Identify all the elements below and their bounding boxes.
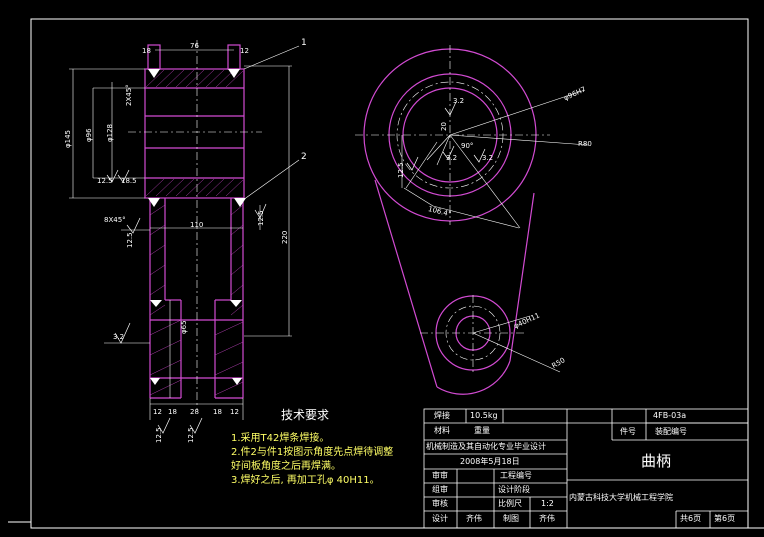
dim-rough-12-5-c: 12.5 <box>257 210 265 226</box>
tb-drawn-label: 制图 <box>503 514 519 523</box>
dim-rough-12-5-e: 12.5 <box>187 427 195 443</box>
requirements-heading: 技术要求 <box>281 408 330 422</box>
callout-part-2: 2 <box>301 152 307 162</box>
section-view <box>144 44 245 399</box>
tb-school: 内蒙古科技大学机械工程学院 <box>569 493 673 502</box>
front-roughness <box>406 101 486 171</box>
hatching <box>145 69 244 396</box>
front-dim-lines <box>401 89 589 373</box>
tb-designer-name: 齐伟 <box>466 514 482 523</box>
dim-rough-3-2: 3.2 <box>113 333 125 341</box>
dim-rough-12-5-d: 12.5 <box>155 427 163 443</box>
dim-angle-90: 90° <box>461 142 474 150</box>
dim-bottom-18-b: 18 <box>213 408 222 416</box>
dim-110: 110 <box>190 221 204 229</box>
requirement-item: 好间板角度之后再焊满。 <box>231 461 341 472</box>
tb-process-label: 工程编号 <box>500 471 532 480</box>
drawing-border <box>30 18 749 529</box>
tb-weight-value: 10.5kg <box>470 411 498 420</box>
dim-front-rough-3-2-c: 3.2 <box>482 154 494 162</box>
dim-front-20: 20 <box>440 122 448 131</box>
dim-phi128: φ128 <box>106 124 114 142</box>
dim-bottom-18-a: 18 <box>168 408 177 416</box>
dim-lug-12: 12 <box>240 47 249 55</box>
dim-rough-18-5: 18.5 <box>121 177 137 185</box>
tb-assembly-no-label: 装配编号 <box>655 427 687 436</box>
weld-marks <box>148 69 246 385</box>
title-block <box>423 408 749 529</box>
dim-front-rough-3-2-a: 3.2 <box>453 97 465 105</box>
tb-ratio-label: 比例尺 <box>498 499 522 508</box>
dim-phi65: φ65 <box>180 320 188 334</box>
dim-bottom-12-b: 12 <box>230 408 239 416</box>
tb-part-no-label: 件号 <box>620 427 636 436</box>
callout-part-1: 1 <box>301 38 307 48</box>
dim-220: 220 <box>281 230 289 244</box>
requirement-item: 2.件2与件1按图示角度先点焊待调整 <box>231 447 394 458</box>
dim-r80: R80 <box>578 140 592 148</box>
requirement-item: 3.焊好之后, 再加工孔φ 40H11。 <box>231 475 380 486</box>
dim-front-rough-12-5: 12.5 <box>397 162 405 178</box>
tb-design-label: 设计 <box>432 514 448 523</box>
dim-bottom-28: 28 <box>190 408 199 416</box>
tb-weld-label: 焊接 <box>434 411 450 420</box>
tb-material-label: 材料 <box>434 426 450 435</box>
tb-approve-label: 审核 <box>432 499 448 508</box>
dim-lug-18: 18 <box>142 47 151 55</box>
requirement-item: 1.采用T42焊条焊接。 <box>231 433 330 444</box>
dim-rough-12-5-a: 12.5 <box>97 177 113 185</box>
tb-scale-value: 1:2 <box>541 499 554 508</box>
tb-sheet-no: 第6页 <box>714 514 736 523</box>
dim-front-rough-3-2-b: 3.2 <box>446 154 458 162</box>
tb-part-name: 曲柄 <box>641 452 672 470</box>
dim-chamfer-8x45: 8X45° <box>104 216 126 224</box>
tb-stage-label: 设计阶段 <box>498 485 530 494</box>
dim-phi145: φ145 <box>64 130 72 148</box>
section-dim-lines <box>69 40 300 420</box>
tb-date: 2008年5月18日 <box>460 457 520 466</box>
tb-review-label: 审审 <box>432 471 448 480</box>
dim-rough-12-5-b: 12.5 <box>126 232 134 248</box>
dim-bottom-12-a: 12 <box>153 408 162 416</box>
tb-check-label: 组审 <box>432 485 448 494</box>
tb-project: 机械制造及其自动化专业毕业设计 <box>426 442 546 451</box>
dim-chamfer-2x45: 2X45° <box>125 84 133 106</box>
tb-sheet-total: 共6页 <box>680 514 702 523</box>
dim-width-76: 76 <box>190 42 199 50</box>
dim-phi96: φ96 <box>85 128 93 142</box>
hub-outline <box>144 68 245 199</box>
tb-drawing-code: 4FB-03a <box>653 411 687 420</box>
tb-drafter-name: 齐伟 <box>539 514 555 523</box>
tb-weight-label: 重量 <box>474 426 490 435</box>
roughness-symbols <box>106 169 267 434</box>
